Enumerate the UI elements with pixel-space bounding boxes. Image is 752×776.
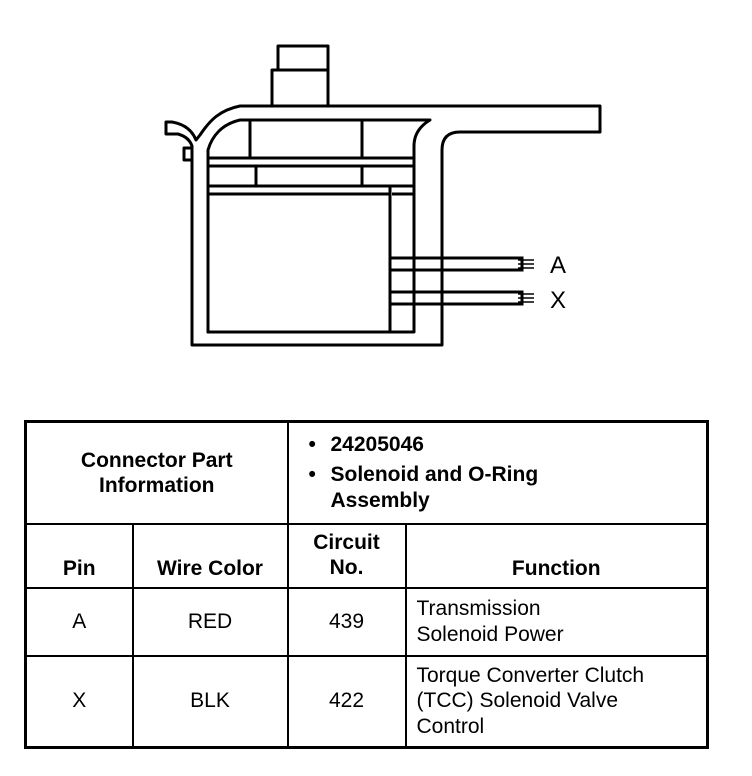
header-function: Function [404, 522, 709, 589]
header-circuit-no: Circuit No. [286, 522, 407, 589]
connector-part-values: 24205046 Solenoid and O-Ring Assembly [286, 420, 709, 525]
terminal-lead-x [388, 290, 524, 306]
circuit-cell: 439 [286, 586, 407, 657]
function-cell: Transmission Solenoid Power [404, 586, 709, 657]
table-row: X BLK 422 Torque Converter Clutch (TCC) … [24, 654, 709, 749]
pin-label-x: X [550, 287, 567, 314]
solenoid-knob-stem [270, 68, 330, 108]
pin-cell: A [24, 586, 134, 657]
connector-part-label: Connector Part Information [24, 420, 289, 525]
connector-part-number: 24205046 [309, 432, 699, 458]
solenoid-knob-cap [276, 44, 330, 72]
wire-color-cell: BLK [131, 654, 289, 749]
circuit-cell: 422 [286, 654, 407, 749]
connector-info-row: Connector Part Information 24205046 Sole… [24, 420, 709, 525]
header-row: Pin Wire Color Circuit No. Function [24, 522, 709, 589]
header-wire-color: Wire Color [131, 522, 289, 589]
connector-table: Connector Part Information 24205046 Sole… [24, 420, 709, 749]
solenoid-housing-outer [164, 104, 602, 347]
table-row: A RED 439 Transmission Solenoid Power [24, 586, 709, 657]
solenoid-coil [206, 192, 392, 334]
connector-part-description: Solenoid and O-Ring Assembly [309, 462, 699, 513]
wire-color-cell: RED [131, 586, 289, 657]
function-cell: Torque Converter Clutch (TCC) Solenoid V… [404, 654, 709, 749]
solenoid-clip [182, 146, 194, 162]
terminal-lead-a [388, 256, 524, 272]
pin-label-a: A [550, 252, 567, 279]
header-pin: Pin [24, 522, 134, 589]
solenoid-diagram [164, 44, 602, 347]
solenoid-housing-inner [206, 118, 432, 334]
pin-cell: X [24, 654, 134, 749]
